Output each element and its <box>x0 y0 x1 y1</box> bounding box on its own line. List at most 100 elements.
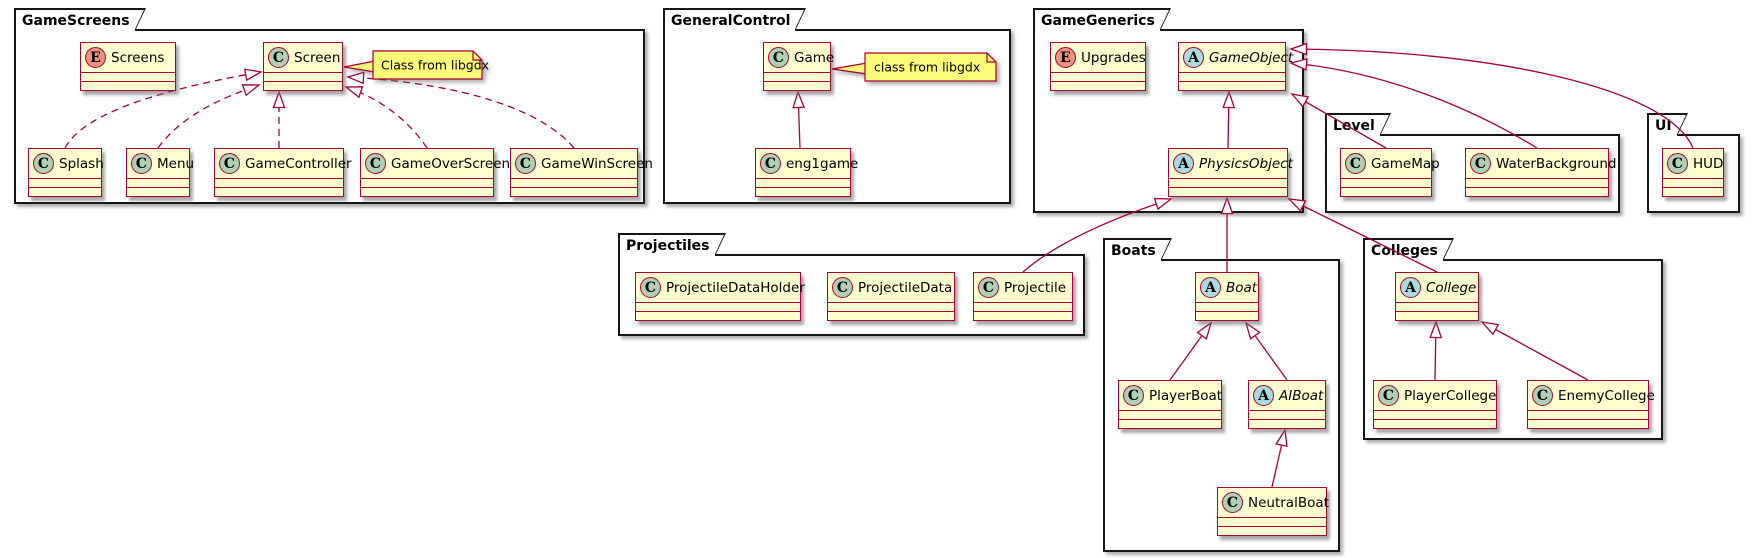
fields-compartment <box>29 178 101 187</box>
methods-compartment <box>361 187 493 196</box>
class-header: A GameObject <box>1179 43 1293 72</box>
class-eng1game: C eng1game <box>755 148 858 197</box>
fields-compartment <box>764 72 830 81</box>
methods-compartment <box>215 187 343 196</box>
class-name: College <box>1426 279 1477 296</box>
package-tab: Colleges <box>1363 238 1454 261</box>
class-boat: A Boat <box>1195 272 1259 321</box>
class-name: EnemyCollege <box>1558 387 1655 404</box>
methods-compartment <box>1249 419 1325 428</box>
methods-compartment <box>1396 311 1478 320</box>
class-name: PlayerBoat <box>1149 387 1223 404</box>
class-screens: E Screens <box>80 42 176 91</box>
fields-compartment <box>1119 410 1221 419</box>
class-header: A Boat <box>1196 273 1258 302</box>
class-physics-object: A PhysicsObject <box>1168 148 1293 197</box>
class-college: A College <box>1395 272 1479 321</box>
methods-compartment <box>1466 187 1608 196</box>
fields-compartment <box>81 72 175 81</box>
class-game: C Game <box>763 42 834 91</box>
class-name: Projectile <box>1004 279 1066 296</box>
methods-compartment <box>1663 187 1723 196</box>
fields-compartment <box>1466 178 1608 187</box>
edge-neutralboat-extends-aiboat <box>1271 428 1288 488</box>
class-spot-icon: C <box>760 153 781 174</box>
edge-physicsobject-extends-gameobject <box>1222 90 1236 149</box>
edge-gamemap-extends-gameobject <box>1290 93 1387 149</box>
class-header: C GameWinScreen <box>511 149 653 178</box>
class-spot-icon: C <box>1470 153 1491 174</box>
methods-compartment <box>1051 81 1145 90</box>
package-label: Level <box>1333 118 1375 134</box>
class-header: C ProjectileData <box>828 273 954 302</box>
methods-compartment <box>29 187 101 196</box>
class-name: GameOverScreen <box>391 155 511 172</box>
enum-spot-icon: E <box>1055 47 1076 68</box>
class-name: Boat <box>1226 279 1258 296</box>
fields-compartment <box>756 178 850 187</box>
class-header: C Projectile <box>974 273 1072 302</box>
class-spot-icon: C <box>1378 385 1399 406</box>
class-name: WaterBackground <box>1496 155 1617 172</box>
note-fold-corner <box>472 51 482 61</box>
class-game-object: A GameObject <box>1178 42 1293 91</box>
methods-compartment <box>81 81 175 90</box>
class-name: eng1game <box>786 155 859 172</box>
fields-compartment <box>511 178 637 187</box>
edge-college-extends-physicsobject <box>1287 198 1438 273</box>
enum-spot-icon: E <box>85 47 106 68</box>
class-player-boat: C PlayerBoat <box>1118 380 1222 429</box>
class-spot-icon: C <box>1667 153 1688 174</box>
class-projectile: C Projectile <box>973 272 1073 321</box>
note-fold-corner <box>986 53 996 63</box>
edge-eng1game-extends-game <box>792 90 805 149</box>
class-spot-icon: C <box>219 153 240 174</box>
fields-compartment <box>1374 410 1496 419</box>
methods-compartment <box>511 187 637 196</box>
class-header: C GameController <box>215 149 352 178</box>
methods-compartment <box>1374 419 1496 428</box>
fields-compartment <box>215 178 343 187</box>
package-tab: GameGenerics <box>1033 8 1171 31</box>
class-header: C PlayerBoat <box>1119 381 1223 410</box>
class-game-map: C GameMap <box>1340 148 1440 197</box>
fields-compartment <box>974 302 1072 311</box>
class-ai-boat: A AIBoat <box>1248 380 1326 429</box>
class-header: C eng1game <box>756 149 858 178</box>
fields-compartment <box>636 302 800 311</box>
class-hud: C HUD <box>1662 148 1724 197</box>
note-pointer <box>831 62 868 75</box>
class-header: C Splash <box>29 149 104 178</box>
edge-gameoverscreen-realizes-screen <box>344 86 428 149</box>
class-spot-icon: C <box>33 153 54 174</box>
class-enemy-college: C EnemyCollege <box>1527 380 1655 429</box>
package-tab: UI <box>1647 113 1688 136</box>
note-body <box>864 52 997 82</box>
methods-compartment <box>1218 526 1326 535</box>
class-header: C PlayerCollege <box>1374 381 1496 410</box>
class-spot-icon: C <box>1123 385 1144 406</box>
edge-menu-realizes-screen <box>157 84 261 149</box>
class-name: NeutralBoat <box>1248 494 1329 511</box>
fields-compartment <box>1179 72 1285 81</box>
package-tab: Level <box>1325 113 1391 136</box>
methods-compartment <box>828 311 954 320</box>
edge-playerboat-extends-boat <box>1169 321 1213 381</box>
class-spot-icon: C <box>1532 385 1553 406</box>
class-header: C NeutralBoat <box>1218 488 1329 517</box>
note-body <box>372 50 483 80</box>
class-name: GameObject <box>1209 49 1294 66</box>
class-spot-icon: C <box>131 153 152 174</box>
class-name: GameWinScreen <box>541 155 653 172</box>
fields-compartment <box>1341 178 1431 187</box>
class-header: A AIBoat <box>1249 381 1325 410</box>
fields-compartment <box>1528 410 1648 419</box>
methods-compartment <box>636 311 800 320</box>
class-water-background: C WaterBackground <box>1465 148 1616 197</box>
class-name: ProjectileDataHolder <box>666 279 805 296</box>
class-spot-icon: C <box>768 47 789 68</box>
class-splash: C Splash <box>28 148 104 197</box>
fields-compartment <box>1396 302 1478 311</box>
class-spot-icon: C <box>1222 492 1243 513</box>
